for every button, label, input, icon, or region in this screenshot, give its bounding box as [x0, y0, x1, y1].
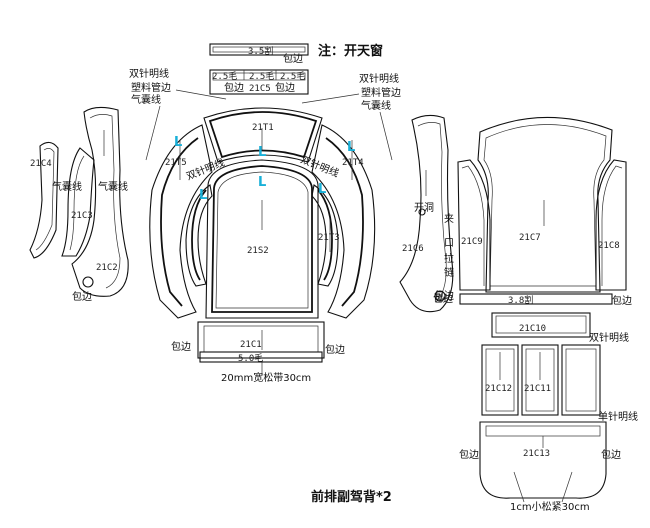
part-21c9-shape: 21C9: [457, 159, 491, 291]
label-baobian-c1-l: 包边: [171, 340, 191, 353]
label-suliao-left: 塑料管边: [131, 81, 171, 94]
label-baobian-c13-r: 包边: [601, 448, 621, 461]
label-qinang-right: 气囊线: [361, 99, 391, 112]
part-21t1-shape: 21T1: [203, 107, 323, 163]
strip-3-8: 3.8割: [459, 293, 613, 306]
strip-21c5: 2.5毛 2.5毛 2.5毛 包边 21C5 包边: [209, 69, 309, 95]
label-qinang-v2: 气囊线: [98, 180, 128, 193]
part-21c12-shape: 21C12: [481, 344, 519, 416]
label-baobian-c5-l: 包边: [224, 81, 244, 94]
part-21t1: 21T1: [252, 123, 274, 133]
part-21s2: 21S2: [247, 246, 269, 256]
label-jiakou-1: 夹: [444, 212, 454, 225]
label-jiakou-4: 链: [444, 266, 454, 279]
label-jiakou-3: 拉: [444, 252, 454, 265]
part-21c4: 21C4: [30, 159, 52, 169]
part-21c10-shape: 21C10: [491, 312, 591, 338]
label-baobian-c1-r: 包边: [325, 343, 345, 356]
label-shuangzhen-right: 双针明线: [359, 72, 399, 85]
part-21c8-shape: 21C8: [595, 159, 627, 291]
label-baobian-c5-r: 包边: [275, 81, 295, 94]
part-21c9: 21C9: [461, 237, 483, 247]
part-21c6-shape: 21C6: [399, 114, 454, 313]
part-21c8: 21C8: [598, 241, 620, 251]
mark-l-3: L: [258, 175, 266, 190]
mark-l-6: L: [347, 140, 355, 155]
part-21t4-shape: 21T4 21T3: [311, 124, 376, 319]
top-strip-3-5: 3.5割: [209, 43, 309, 57]
part-21t4: 21T4: [342, 158, 364, 168]
label-song-jin: 1cm小松紧30cm: [510, 500, 590, 513]
mark-l-2: L: [258, 145, 266, 160]
part-21c4-shape: 21C4: [29, 141, 59, 259]
dim-c1-5: 5.0毛: [238, 352, 263, 364]
part-21t5: 21T5: [165, 158, 187, 168]
label-baobian-38-r: 包边: [612, 294, 632, 307]
part-21c3: 21C3: [71, 211, 93, 221]
part-right-column-shape: [561, 344, 601, 416]
part-21c11: 21C11: [524, 384, 551, 394]
label-baobian-c6: 包边: [434, 289, 454, 302]
label-jiakou-2: 口: [444, 238, 454, 249]
part-21c1: 21C1: [240, 340, 262, 350]
dim-s25a: 2.5毛: [212, 70, 237, 82]
dim-s25b: 2.5毛: [249, 70, 274, 82]
part-21c5: 21C5: [249, 84, 271, 94]
label-danzhen: 单针明线: [598, 410, 638, 423]
part-21t3: 21T3: [318, 233, 340, 243]
label-shuangzhen-mid-r: 双针明线: [299, 153, 341, 180]
label-qinang-left: 气囊线: [131, 93, 161, 106]
page-title: 前排副驾背*2: [311, 489, 392, 505]
part-21c1-shape: 21C1 5.0毛: [197, 321, 325, 376]
part-21s2-shape: 21S2: [205, 159, 319, 319]
label-kuan-song: 20mm宽松带30cm: [221, 371, 311, 384]
mark-l-4: L: [199, 188, 207, 203]
part-21c2: 21C2: [96, 263, 118, 273]
part-21c11-shape: 21C11: [521, 344, 559, 416]
label-shuangzhen-left: 双针明线: [129, 67, 169, 80]
part-21c13-shape: 21C13: [479, 421, 607, 503]
part-21c10: 21C10: [519, 324, 546, 334]
part-21c2-shape: 21C2: [71, 106, 129, 297]
part-21c7-shape: 21C7: [477, 116, 613, 293]
label-kaidong: 开洞: [414, 202, 434, 214]
label-baobian-38-l: 包边: [433, 292, 453, 305]
part-21c3-shape: 21C3: [61, 147, 95, 257]
mark-l-1: L: [174, 135, 182, 150]
label-qinang-v1: 气囊线: [52, 180, 82, 193]
label-baobian-top: 包边: [283, 52, 303, 65]
note-sunroof: 注：开天窗: [318, 43, 383, 59]
part-21c12: 21C12: [485, 384, 512, 394]
label-baobian-c2: 包边: [72, 290, 92, 303]
mark-l-5: L: [318, 182, 326, 197]
part-21c13: 21C13: [523, 449, 550, 459]
label-shuangzhen-c10: 双针明线: [589, 331, 629, 344]
dim-s25c: 2.5毛: [280, 70, 305, 82]
part-21c6: 21C6: [402, 244, 424, 254]
dim-top-3-5: 3.5割: [248, 45, 273, 57]
label-baobian-c13-l: 包边: [459, 448, 479, 461]
dim-r3-8: 3.8割: [508, 294, 533, 306]
label-suliao-right: 塑料管边: [361, 86, 401, 99]
part-21c7: 21C7: [519, 233, 541, 243]
part-21t5-shape: 21T5: [149, 124, 213, 319]
